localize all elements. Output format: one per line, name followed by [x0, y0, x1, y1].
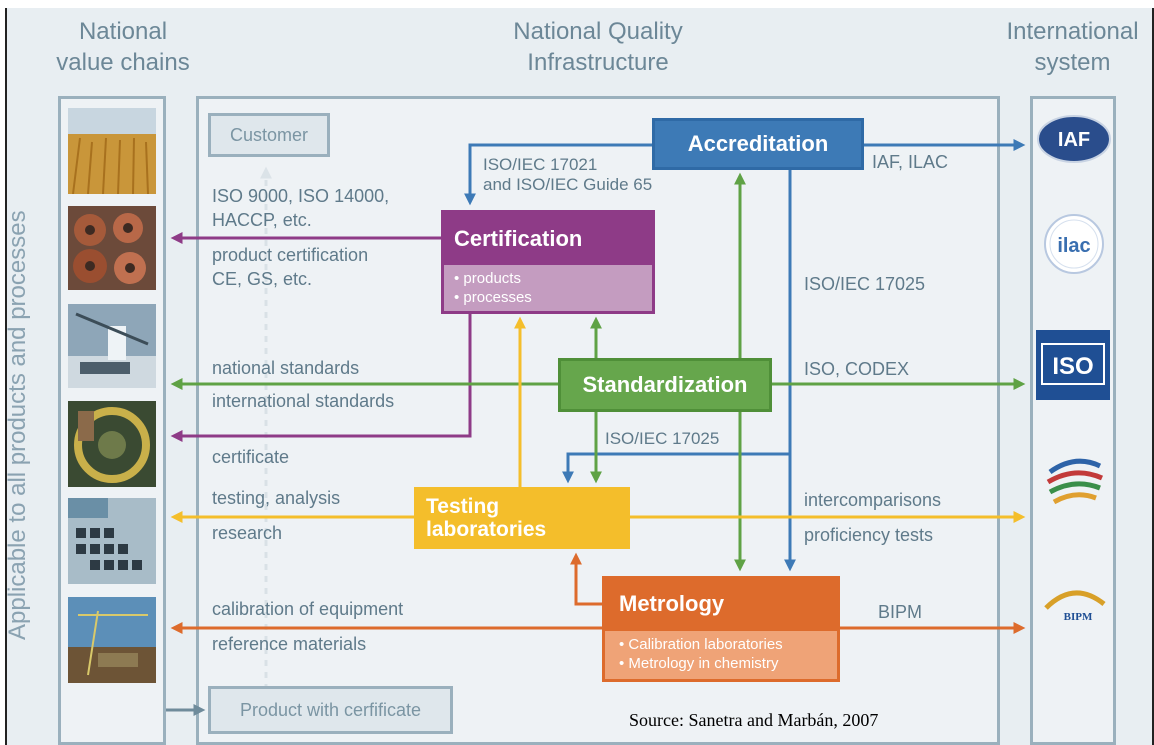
iso-logo-icon: ISO: [1036, 330, 1110, 400]
testing-laboratories-title: Testing laboratories: [426, 495, 547, 541]
label-reference-materials: reference materials: [212, 634, 367, 654]
label-iso-9000: ISO 9000, ISO 14000, HACCP, etc.: [212, 186, 390, 230]
certification-item-products: • products: [454, 270, 521, 287]
accreditation-box: Accreditation: [652, 118, 864, 170]
bipm-logo-text: BIPM: [1064, 611, 1093, 623]
metrology-item-calibration: • Calibration laboratories: [619, 636, 783, 653]
customer-box: Customer: [208, 113, 330, 157]
nqi-panel: [196, 96, 1000, 745]
standardization-box: Standardization: [558, 358, 772, 412]
iaf-logo-icon: IAF: [1037, 115, 1111, 163]
certification-box: Certification • products • processes: [441, 210, 655, 314]
certification-item-processes: • processes: [454, 289, 532, 306]
label-research: research: [212, 523, 283, 543]
label-iso-codex: ISO, CODEX: [804, 359, 910, 379]
metrology-item-chemistry: • Metrology in chemistry: [619, 655, 779, 672]
metrology-box: Metrology • Calibration laboratories • M…: [602, 576, 840, 682]
industrial-worker-photo: [68, 401, 156, 487]
product-with-certificate-box: Product with cerfificate: [208, 686, 453, 734]
accreditation-to-certification-arrow: [464, 143, 652, 206]
label-proficiency-tests: proficiency tests: [804, 525, 934, 545]
label-iso-iec-17025-mid: ISO/IEC 17025: [605, 429, 720, 448]
testing-laboratories-box: Testing laboratories: [414, 487, 630, 549]
construction-crane-photo: [68, 597, 156, 683]
accreditation-to-testing-arrow: [562, 452, 790, 484]
certification-title: Certification: [444, 213, 652, 265]
iaf-logo-text: IAF: [1058, 129, 1090, 151]
heading-national-quality-infrastructure: National Quality Infrastructure: [513, 18, 683, 76]
metrology-title: Metrology: [605, 579, 837, 631]
heading-international-system: International system: [1006, 18, 1139, 76]
laboratory-scale-photo: [68, 304, 156, 388]
label-calibration-of-equipment: calibration of equipment: [212, 599, 404, 619]
international-panel: [1030, 96, 1116, 745]
iso-logo-text: ISO: [1052, 353, 1093, 380]
certificate-to-value-chain-arrow: [170, 314, 472, 442]
label-product-certification: product certification CE, GS, etc.: [212, 245, 369, 289]
accreditation-title: Accreditation: [687, 131, 829, 156]
wto-logo-icon: [1046, 458, 1104, 505]
source-citation: Source: Sanetra and Marbán, 2007: [629, 710, 879, 730]
label-intercomparisons: intercomparisons: [804, 490, 942, 510]
ilac-logo-icon: ilac: [1044, 214, 1104, 274]
label-iso-iec-17025-right: ISO/IEC 17025: [804, 274, 926, 294]
heading-national-value-chains: National value chains: [56, 18, 190, 76]
standardization-title: Standardization: [582, 372, 748, 397]
electronics-components-photo: [68, 498, 156, 584]
label-international-standards: international standards: [212, 391, 395, 411]
bipm-logo-icon: BIPM: [1044, 590, 1106, 623]
label-testing-analysis: testing, analysis: [212, 488, 341, 508]
label-national-standards: national standards: [212, 358, 360, 378]
cable-rolls-photo: [68, 206, 156, 290]
label-certificate: certificate: [212, 447, 290, 467]
label-iaf-ilac: IAF, ILAC: [872, 152, 949, 172]
label-iso-iec-17021: ISO/IEC 17021 and ISO/IEC Guide 65: [483, 155, 653, 194]
ilac-logo-text: ilac: [1057, 235, 1090, 257]
wheat-field-photo: [68, 108, 156, 194]
label-bipm: BIPM: [878, 602, 923, 622]
metrology-to-testing-arrow: [570, 552, 602, 606]
